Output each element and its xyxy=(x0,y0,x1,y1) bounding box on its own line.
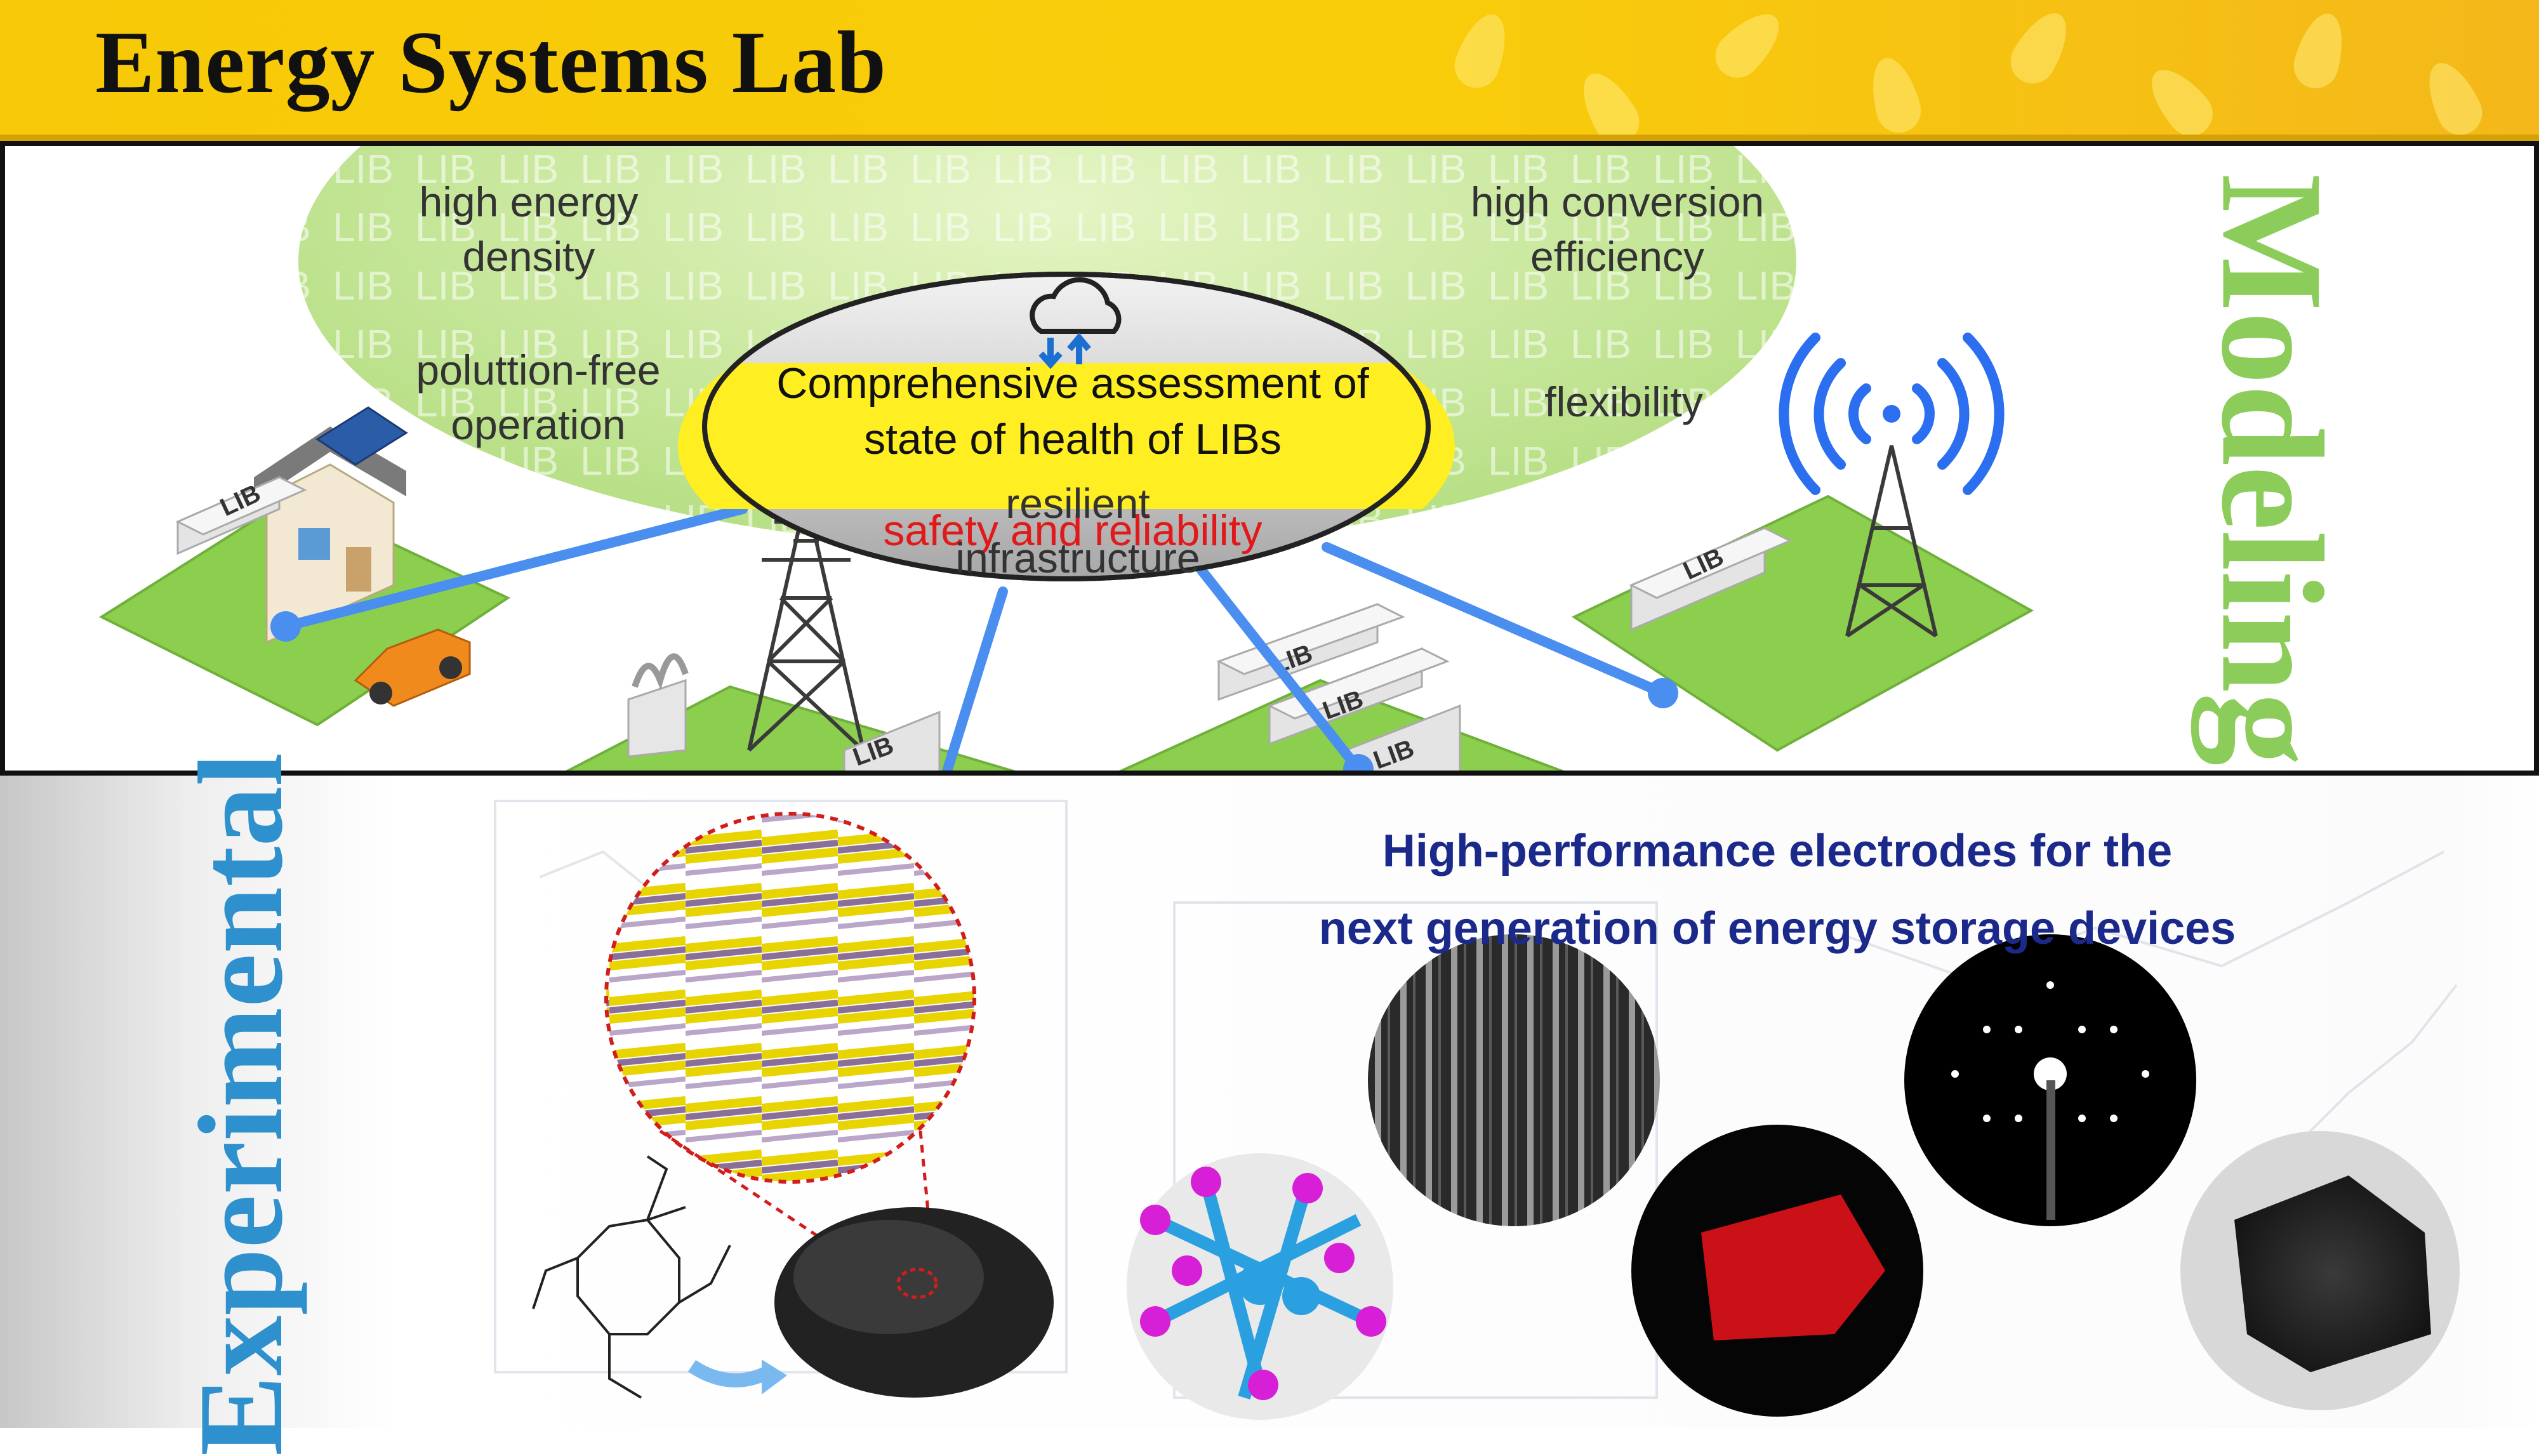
center-subtitle: safety and reliability xyxy=(883,506,1263,555)
arrow-icon xyxy=(687,1360,771,1387)
leaf-decoration xyxy=(2002,3,2079,92)
modeling-panel: LIB LIB xyxy=(0,141,2539,776)
feature-high-energy-density: high energy density xyxy=(419,178,639,280)
leaf-decoration xyxy=(1706,1,1792,88)
center-assessment-ellipse xyxy=(677,272,1455,581)
leaf-decoration xyxy=(2416,54,2490,141)
leaf-decoration xyxy=(2138,58,2222,141)
experimental-illustration xyxy=(494,800,2460,1420)
signal-waves-icon xyxy=(1779,333,2005,495)
header-banner: Energy Systems Lab xyxy=(0,0,2539,141)
siloxane-molecule-icon xyxy=(532,1155,731,1399)
feature-high-conversion-efficiency: high conversion efficiency xyxy=(1470,178,1765,280)
leaf-decoration xyxy=(2288,8,2352,94)
feature-resilient-infrastructure: resilient infrastructure xyxy=(955,480,1200,581)
leaf-decoration xyxy=(1863,52,1926,138)
center-title: Comprehensive assessment of state of hea… xyxy=(776,359,1369,463)
car-icon xyxy=(354,628,471,707)
house-icon xyxy=(254,406,408,644)
modeling-section-label: Modeling xyxy=(2191,173,2354,766)
factory-icon xyxy=(627,653,689,758)
leaf-decoration xyxy=(1570,63,1648,141)
battery-box-tower: LIB xyxy=(1629,526,1793,632)
cloud-sync-icon xyxy=(1030,277,1122,369)
experimental-panel: High-performance electrodes for the next… xyxy=(0,776,2539,1428)
leaf-decoration xyxy=(1448,7,1516,95)
radio-tower-icon xyxy=(1845,445,1938,638)
hrtem-lattice-image xyxy=(1368,934,1660,1226)
experimental-section-label: Experimental xyxy=(175,752,308,1456)
connection-nodes xyxy=(270,611,1678,771)
modeling-illustration: LIB LIB xyxy=(98,146,2034,771)
header-divider xyxy=(0,135,2539,141)
page-title: Energy Systems Lab xyxy=(95,13,887,112)
experimental-headline: High-performance electrodes for the next… xyxy=(1318,826,2236,954)
atom-nodes xyxy=(1140,1167,1386,1400)
feature-pollution-free: poluttion-free operation xyxy=(416,347,661,448)
feature-flexibility: flexibility xyxy=(1544,378,1703,425)
layered-structure-circle xyxy=(604,812,976,1184)
